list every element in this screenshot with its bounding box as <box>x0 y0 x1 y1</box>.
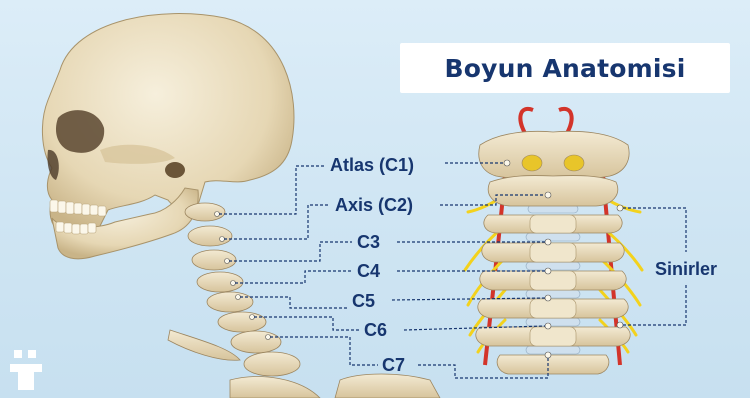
label-c5: C5 <box>352 291 375 312</box>
label-axis-c2: Axis (C2) <box>335 195 413 216</box>
label-atlas-c1: Atlas (C1) <box>330 155 414 176</box>
title-box: Boyun Anatomisi <box>400 43 730 93</box>
brand-logo-icon <box>8 350 44 392</box>
shoulder-bones <box>335 374 440 398</box>
label-c6: C6 <box>364 320 387 341</box>
label-c4: C4 <box>357 261 380 282</box>
side-cervical-spine <box>168 203 320 398</box>
front-cervical-spine <box>465 109 642 374</box>
page-title: Boyun Anatomisi <box>444 54 685 83</box>
skull-illustration <box>42 14 294 259</box>
label-sinirler: Sinirler <box>655 259 717 280</box>
label-c7: C7 <box>382 355 405 376</box>
label-c3: C3 <box>357 232 380 253</box>
